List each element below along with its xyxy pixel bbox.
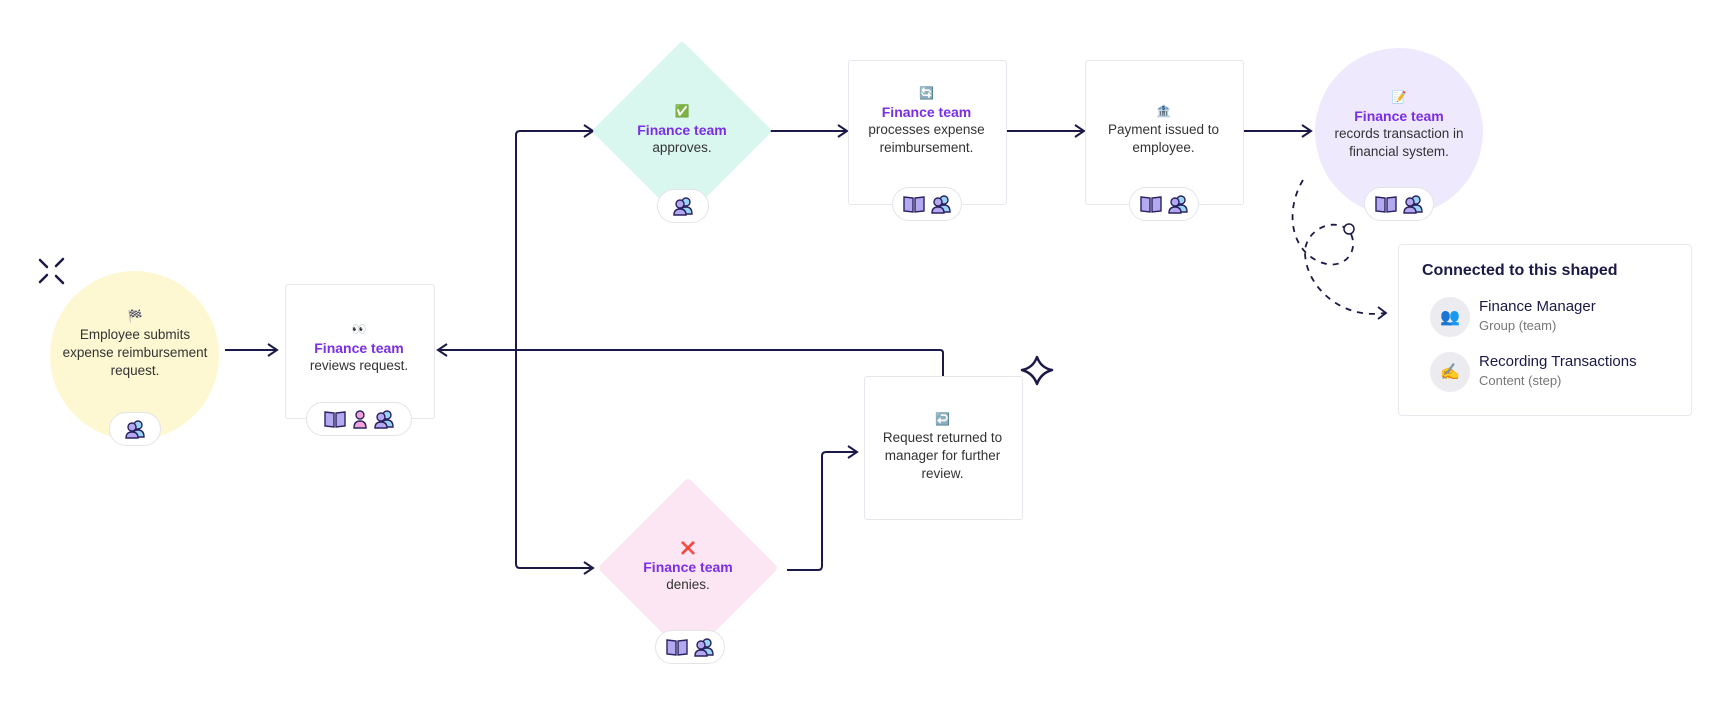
approve-text: approves.: [652, 140, 712, 155]
review-node-label: 👀 Finance team reviews request.: [290, 320, 428, 375]
group-icon: [1403, 195, 1423, 214]
start-node-badge[interactable]: [109, 412, 161, 446]
payment-node-label: 🏦 Payment issued to employee.: [1090, 102, 1237, 157]
arrowhead: [847, 445, 859, 459]
connected-item-name: Recording Transactions: [1479, 353, 1637, 370]
book-icon: [324, 411, 346, 428]
review-text: reviews request.: [309, 358, 409, 373]
approve-node-badge[interactable]: [657, 189, 709, 223]
process-node-label: 🔄 Finance team processes expense reimbur…: [853, 84, 1000, 157]
start-node-label: 🏁 Employee submits expense reimbursement…: [62, 307, 208, 380]
record-team: Finance team: [1354, 108, 1444, 124]
approve-node-label: ✅ Finance team approves.: [618, 102, 746, 157]
arrowhead: [837, 124, 849, 138]
book-icon: [666, 639, 688, 656]
arrowhead: [1301, 124, 1313, 138]
book-icon: [1375, 196, 1397, 213]
arrowhead: [1377, 306, 1388, 320]
cross-mark-icon: ❌: [680, 541, 696, 555]
group-icon: [125, 420, 145, 439]
arrowhead: [436, 343, 448, 357]
arrowhead: [583, 561, 595, 575]
payment-node[interactable]: [1085, 60, 1244, 205]
group-icon: [673, 197, 693, 216]
deny-text: denies.: [666, 577, 710, 592]
connector-handle[interactable]: [1343, 223, 1355, 235]
arrowhead: [1074, 124, 1086, 138]
connected-panel-title: Connected to this shaped: [1422, 262, 1618, 279]
group-icon: [694, 638, 714, 657]
team-icon: 👥: [1430, 297, 1470, 337]
record-text: records transaction in financial system.: [1334, 126, 1464, 159]
group-icon: [1168, 195, 1188, 214]
returned-text: Request returned to manager for further …: [882, 430, 1003, 481]
connector-deny-returned: [787, 451, 856, 571]
review-node-badge[interactable]: [306, 402, 412, 436]
group-icon: [374, 410, 394, 429]
connected-item-name: Finance Manager: [1479, 298, 1596, 315]
person-icon: [353, 410, 367, 429]
return-arrow-icon: ↩️: [935, 412, 950, 426]
payment-text: Payment issued to employee.: [1107, 122, 1220, 155]
review-team: Finance team: [314, 340, 404, 356]
connected-item-recording-transactions[interactable]: ✍️ Recording Transactions Content (step): [1430, 352, 1680, 392]
connected-item-type: Group (team): [1479, 318, 1557, 333]
deny-node-badge[interactable]: [655, 630, 725, 664]
connector-returned-review: [440, 349, 944, 376]
record-node-badge[interactable]: [1364, 187, 1434, 221]
start-node-text: Employee submits expense reimbursement r…: [62, 327, 208, 378]
start-node[interactable]: [50, 271, 219, 440]
process-team: Finance team: [881, 104, 972, 120]
burst-decoration: [38, 257, 65, 285]
deny-node-label: ❌ Finance team denies.: [624, 539, 752, 594]
connected-panel: Connected to this shaped 👥 Finance Manag…: [1398, 244, 1692, 416]
connected-item-type: Content (step): [1479, 373, 1562, 388]
checkered-flag-icon: 🏁: [127, 309, 143, 323]
returned-node[interactable]: [864, 376, 1023, 520]
writing-hand-icon: ✍️: [1430, 352, 1470, 392]
dashed-connector: [1291, 179, 1386, 315]
arrowhead: [267, 343, 279, 357]
review-node[interactable]: [285, 284, 435, 419]
record-node-label: 📝 Finance team records transaction in fi…: [1322, 88, 1476, 161]
book-icon: [903, 196, 925, 213]
payment-node-badge[interactable]: [1129, 187, 1199, 221]
approve-team: Finance team: [637, 122, 727, 138]
bank-icon: 🏦: [1156, 104, 1171, 118]
deny-team: Finance team: [643, 559, 733, 575]
connected-item-finance-manager[interactable]: 👥 Finance Manager Group (team): [1430, 297, 1680, 337]
returned-node-label: ↩️ Request returned to manager for furth…: [869, 410, 1016, 483]
eyes-icon: 👀: [351, 322, 367, 336]
check-mark-icon: ✅: [674, 104, 690, 118]
sparkle-decoration: [1020, 355, 1054, 386]
refresh-icon: 🔄: [919, 86, 934, 100]
book-icon: [1140, 196, 1162, 213]
process-node-badge[interactable]: [892, 187, 962, 221]
group-icon: [931, 195, 951, 214]
memo-icon: 📝: [1391, 90, 1407, 104]
process-text: processes expense reimbursement.: [868, 122, 985, 155]
